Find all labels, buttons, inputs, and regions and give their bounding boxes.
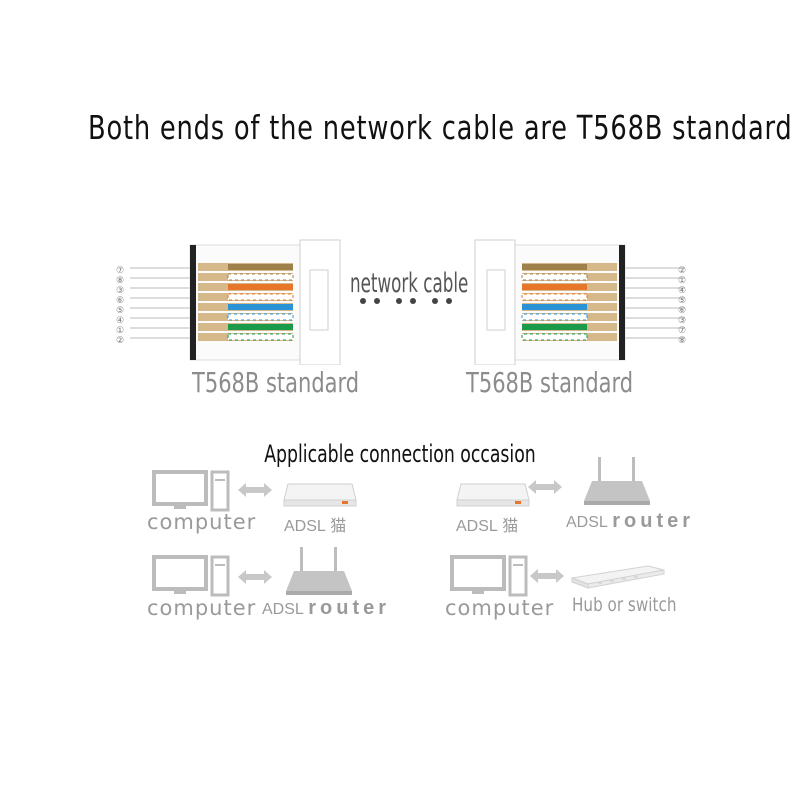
- router-icon: [286, 547, 352, 595]
- network-cable-label: network cable: [350, 268, 469, 299]
- connection-1-right-label: ADSL 猫: [284, 518, 347, 535]
- connection-3-right-label: ADSL router: [262, 597, 391, 619]
- computer-icon: [450, 555, 528, 597]
- adsl-modem-icon: [283, 483, 357, 507]
- connection-4-left-label: computer: [445, 596, 555, 620]
- bidirectional-arrow-icon: [238, 483, 272, 497]
- bidirectional-arrow-icon: [530, 569, 564, 583]
- left-standard-label: T568B standard: [192, 366, 360, 399]
- connection-2-right-label: ADSL router: [566, 510, 695, 532]
- left-pin-numbers: ⑦ ⑧ ③ ⑥ ⑤ ④ ① ②: [116, 265, 125, 345]
- router-icon: [584, 457, 650, 505]
- left-rj45-connector: [130, 239, 341, 365]
- computer-icon: [152, 470, 230, 512]
- right-rj45-connector: [474, 239, 685, 365]
- network-switch-icon: [570, 565, 665, 589]
- cable-dots: [360, 298, 452, 304]
- right-standard-label: T568B standard: [466, 366, 634, 399]
- right-pin-numbers: ② ① ④ ⑤ ⑥ ③ ⑦ ⑧: [678, 265, 687, 345]
- bidirectional-arrow-icon: [528, 480, 562, 494]
- connection-2-left-label: ADSL 猫: [456, 518, 519, 535]
- bidirectional-arrow-icon: [238, 570, 272, 584]
- adsl-modem-icon: [456, 483, 530, 507]
- connection-1-left-label: computer: [147, 510, 257, 534]
- connection-3-left-label: computer: [147, 596, 257, 620]
- connection-4-right-label: Hub or switch: [572, 594, 677, 616]
- computer-icon: [152, 555, 230, 597]
- page-title: Both ends of the network cable are T568B…: [88, 108, 793, 147]
- occasion-title: Applicable connection occasion: [264, 440, 536, 468]
